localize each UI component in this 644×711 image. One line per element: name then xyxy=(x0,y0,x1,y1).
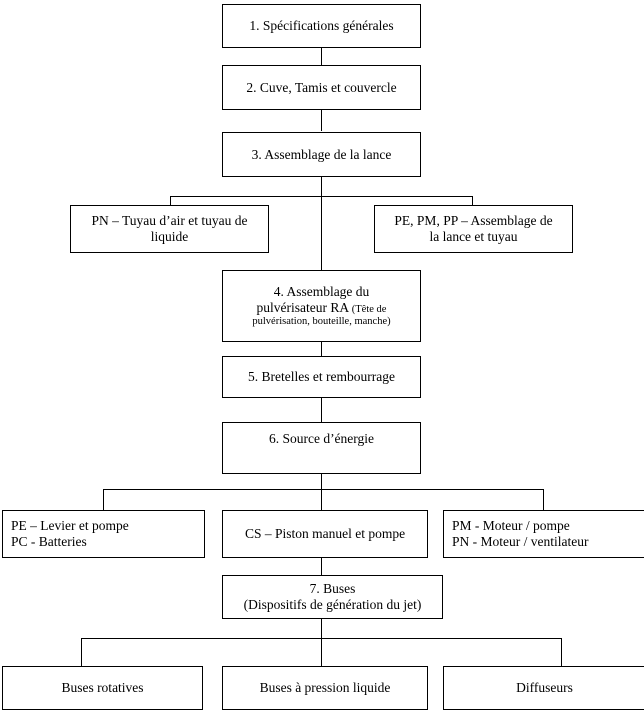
node-buses-pression-liquide[interactable]: Buses à pression liquide xyxy=(222,666,428,710)
node-buses-rotatives[interactable]: Buses rotatives xyxy=(2,666,203,710)
node-label-line1: 4. Assemblage du xyxy=(273,284,370,300)
node-cuve-tamis-couvercle[interactable]: 2. Cuve, Tamis et couvercle xyxy=(222,65,421,110)
node-pn-tuyau-air-liquide[interactable]: PN – Tuyau d’air et tuyau de liquide xyxy=(70,205,269,253)
connector-branch3-right-drop xyxy=(472,196,473,205)
node-label-line2: la lance et tuyau xyxy=(429,229,518,244)
node-pe-pm-pp-assemblage-lance-tuyau[interactable]: PE, PM, PP – Assemblage de la lance et t… xyxy=(374,205,573,253)
node-label-line2: (Dispositifs de génération du jet) xyxy=(243,597,422,612)
node-assemblage-lance[interactable]: 3. Assemblage de la lance xyxy=(222,132,421,177)
node-label-line1: PM - Moteur / pompe xyxy=(452,518,570,534)
connector-branch7-horizontal xyxy=(81,638,562,639)
node-label: 2. Cuve, Tamis et couvercle xyxy=(246,79,397,95)
connector-n1-n2 xyxy=(321,48,322,65)
node-source-energie[interactable]: 6. Source d’énergie xyxy=(222,422,421,474)
node-label-line2: liquide xyxy=(150,229,189,244)
connector-branch7-right-drop xyxy=(561,638,562,666)
node-label-line2-sub: (Tête de xyxy=(349,303,387,315)
node-label-line1: PN – Tuyau d’air et tuyau de xyxy=(91,213,248,229)
connector-branch3-horizontal xyxy=(170,196,473,197)
node-assemblage-pulverisateur-ra[interactable]: 4. Assemblage du pulvérisateur RA (Tête … xyxy=(222,270,421,342)
node-specifications-generales[interactable]: 1. Spécifications générales xyxy=(222,4,421,48)
connector-branch3-left-drop xyxy=(170,196,171,205)
node-label: 3. Assemblage de la lance xyxy=(251,146,392,162)
connector-branch6-left-drop xyxy=(103,489,104,510)
node-label-line2: PN - Moteur / ventilateur xyxy=(452,534,589,549)
connector-n4-n5 xyxy=(321,342,322,356)
node-diffuseurs[interactable]: Diffuseurs xyxy=(443,666,644,710)
connector-n7-down xyxy=(321,619,322,666)
node-bretelles-rembourrage[interactable]: 5. Bretelles et rembourrage xyxy=(222,356,421,398)
node-buses[interactable]: 7. Buses (Dispositifs de génération du j… xyxy=(222,575,443,619)
connector-n6-down xyxy=(321,474,322,510)
connector-branch6-right-drop xyxy=(543,489,544,510)
node-label: 1. Spécifications générales xyxy=(249,18,394,34)
node-label-line2: pulvérisateur RA xyxy=(256,299,350,315)
connector-n5-n6 xyxy=(321,398,322,422)
node-label-line1: 7. Buses xyxy=(309,581,356,597)
node-label: Buses à pression liquide xyxy=(259,680,391,696)
connector-n3-down xyxy=(321,177,322,270)
node-label: Buses rotatives xyxy=(61,680,144,696)
connector-n6b-n7 xyxy=(321,558,322,575)
node-label-line1: PE – Levier et pompe xyxy=(11,518,129,534)
node-cs-piston-manuel-pompe[interactable]: CS – Piston manuel et pompe xyxy=(222,510,428,558)
node-label-line2: PC - Batteries xyxy=(11,534,87,549)
node-pm-pn-moteur[interactable]: PM - Moteur / pompe PN - Moteur / ventil… xyxy=(443,510,644,558)
node-label: CS – Piston manuel et pompe xyxy=(244,526,406,542)
node-label: 5. Bretelles et rembourrage xyxy=(248,369,395,385)
connector-branch7-left-drop xyxy=(81,638,82,666)
node-pe-levier-pc-batteries[interactable]: PE – Levier et pompe PC - Batteries xyxy=(2,510,205,558)
node-label: Diffuseurs xyxy=(516,680,573,696)
node-label: 6. Source d’énergie xyxy=(268,431,375,446)
connector-n2-n3 xyxy=(321,110,322,131)
node-label-line1: PE, PM, PP – Assemblage de xyxy=(394,213,553,229)
node-label-line3: pulvérisation, bouteille, manche) xyxy=(252,315,391,327)
connector-branch6-horizontal xyxy=(103,489,543,490)
